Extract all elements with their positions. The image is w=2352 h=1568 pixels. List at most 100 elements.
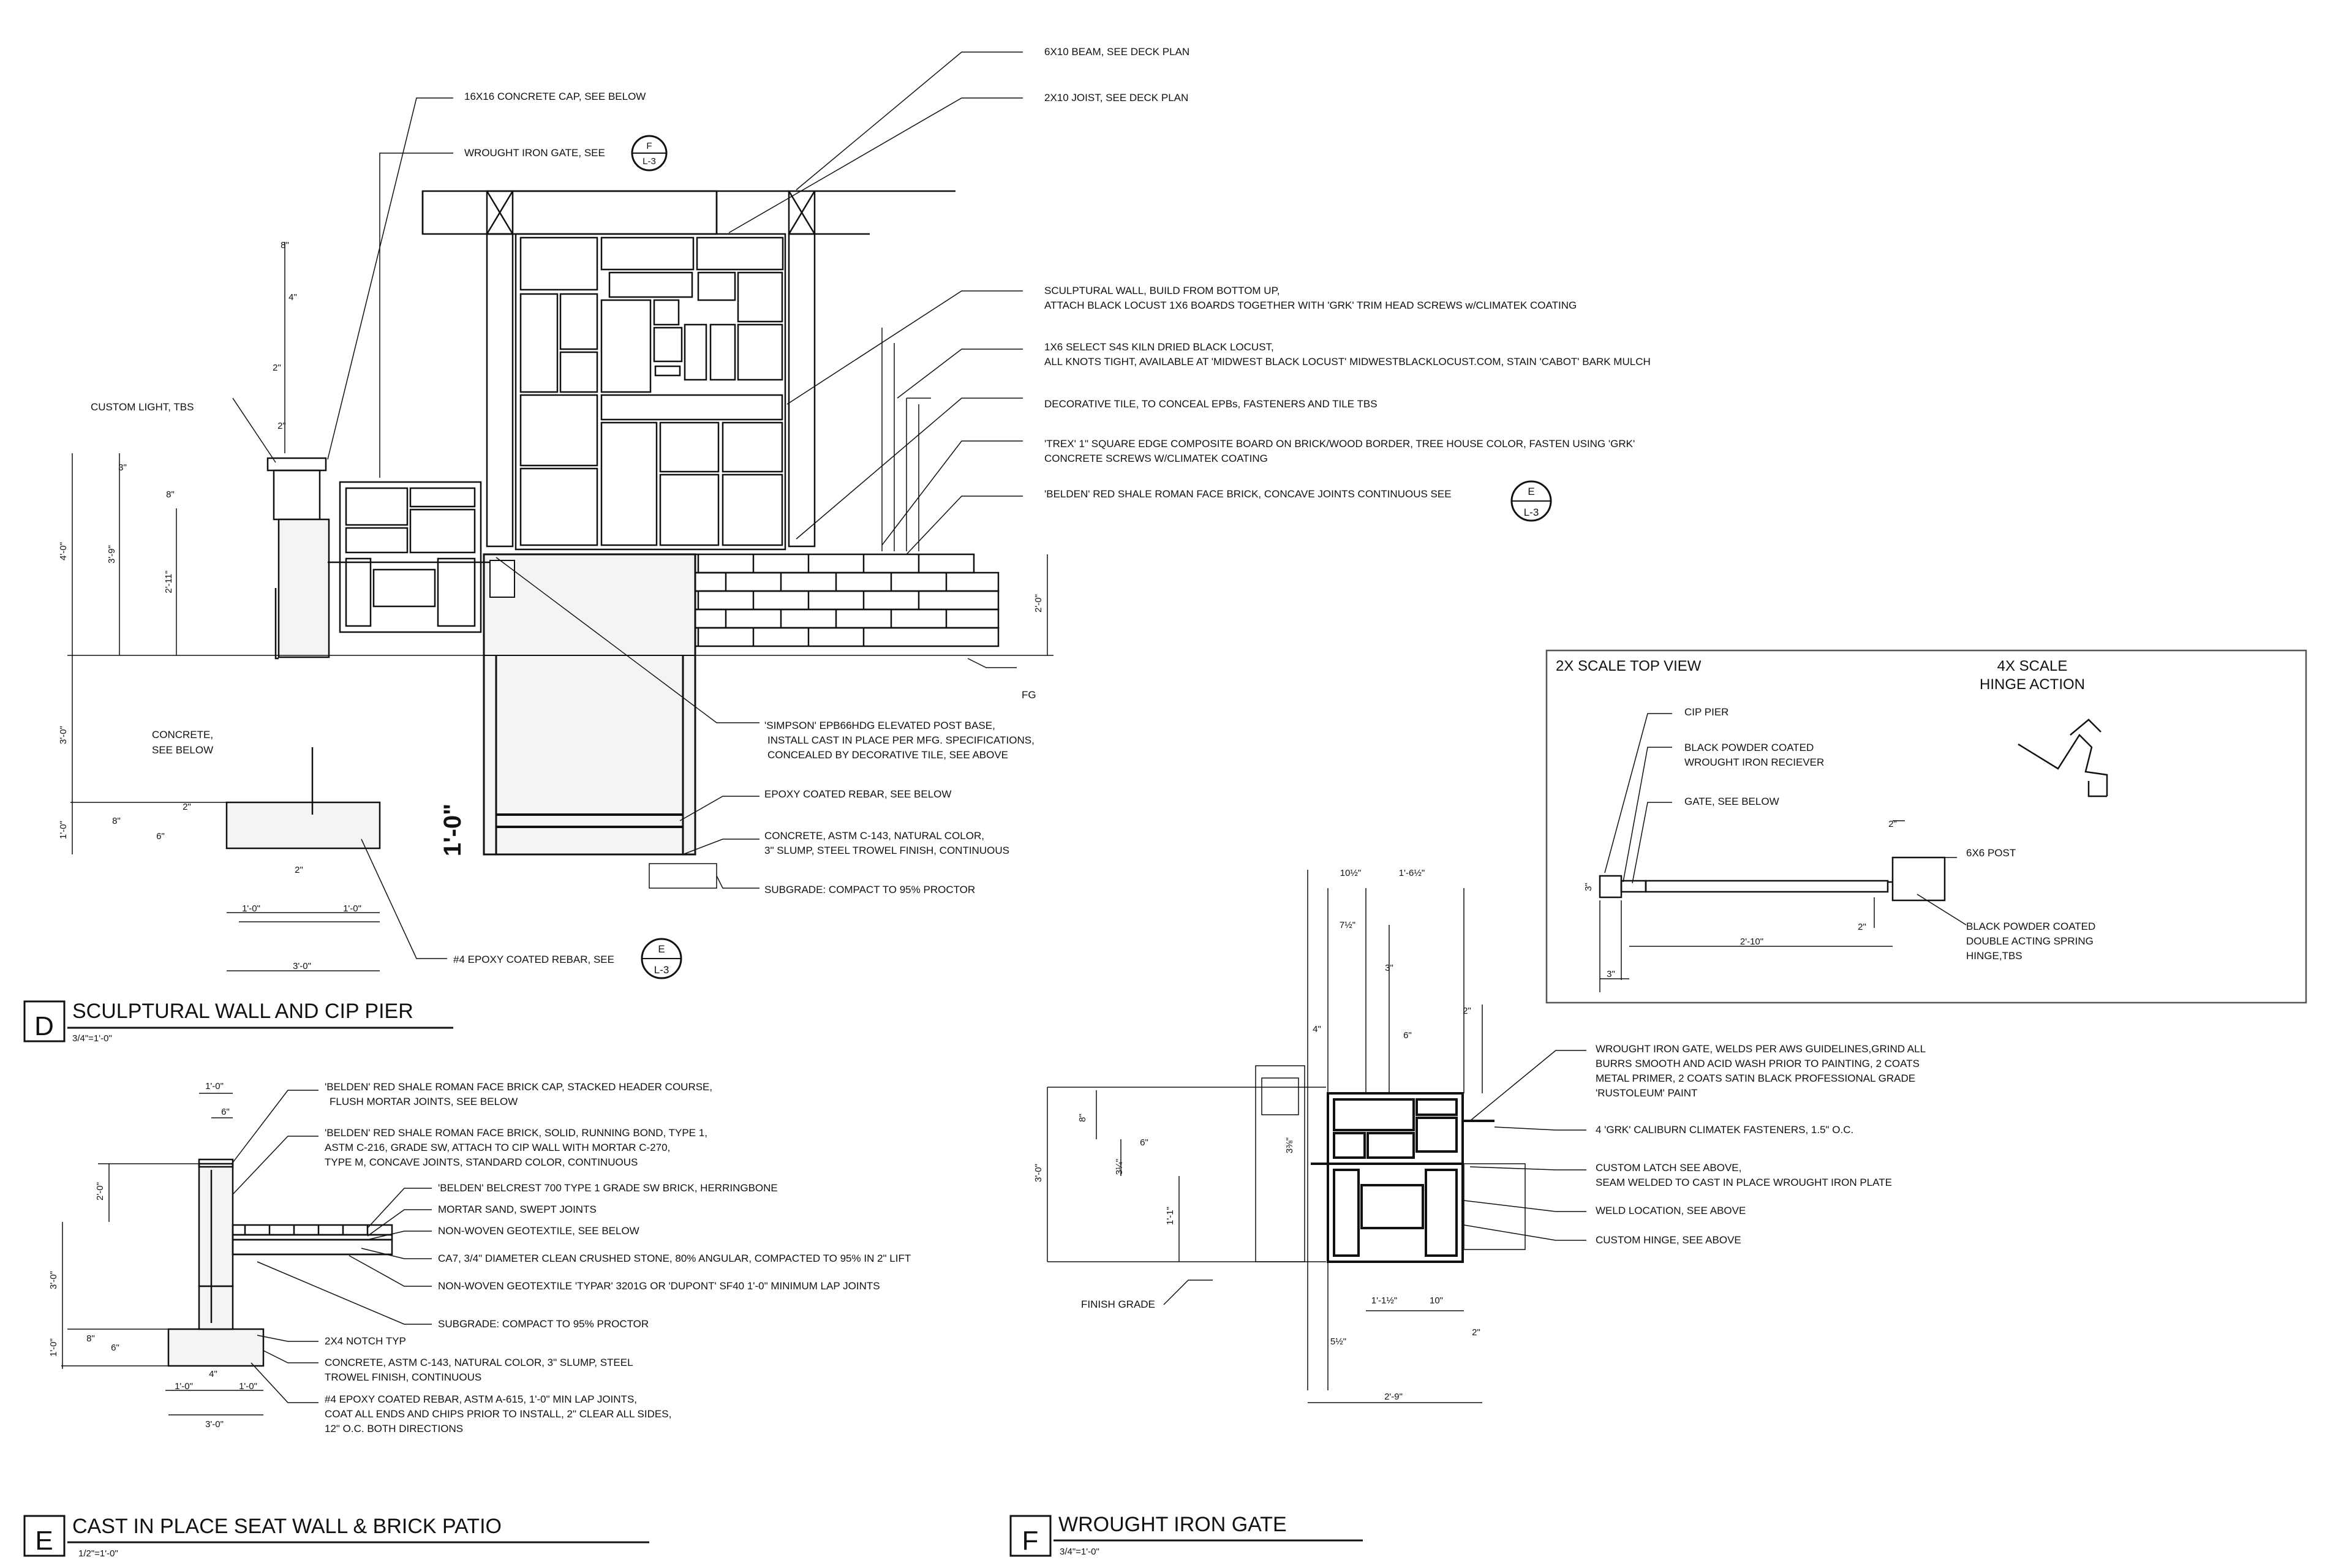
f-note-gate: WROUGHT IRON GATE, WELDS PER AWS GUIDELI…	[1596, 1043, 1926, 1055]
detail-letter-box	[23, 1515, 66, 1557]
dim-text: 2"	[273, 363, 281, 373]
f-leaders	[1163, 1050, 1586, 1305]
detail-scale: 1/2"=1'-0"	[78, 1548, 118, 1559]
f-note-gate-4: 'RUSTOLEUM' PAINT	[1596, 1087, 1697, 1099]
note-footing-concrete-2: 3" SLUMP, STEEL TROWEL FINISH, CONTINUOU…	[764, 845, 1009, 856]
wall-posts	[486, 233, 816, 548]
note-ca7: CA7, 3/4" DIAMETER CLEAN CRUSHED STONE, …	[438, 1253, 911, 1264]
note-face-brick: 'BELDEN' RED SHALE ROMAN FACE BRICK, SOL…	[325, 1127, 707, 1139]
dim-text: 6"	[1140, 1137, 1148, 1148]
dim-text: 4'-0"	[58, 542, 69, 560]
dim-text: 3'-9"	[107, 545, 117, 564]
detail-title: WROUGHT IRON GATE	[1058, 1513, 1287, 1536]
dim-text: 2"	[1888, 819, 1897, 829]
hinge-action-sketch	[2018, 718, 2108, 797]
dim-text: 2'-10"	[1740, 937, 1763, 947]
note-rebar: #4 EPOXY COATED REBAR, ASTM A-615, 1'-0"…	[325, 1393, 637, 1405]
dim-text: 3¼"	[1114, 1159, 1125, 1175]
dim-text: 1'-0"	[58, 821, 69, 839]
dim-text: 8"	[166, 489, 175, 500]
brick-patio	[232, 1224, 393, 1256]
dim-text: 3⅜"	[1284, 1137, 1295, 1153]
dim-text: 4"	[209, 1369, 217, 1379]
dim-text: 2'-11"	[164, 570, 174, 593]
detail-e: 'BELDEN' RED SHALE ROMAN FACE BRICK CAP,…	[23, 1081, 911, 1559]
gate-elevation	[1311, 1092, 1494, 1263]
hinge-title-1: 4X SCALE	[1997, 658, 2068, 674]
dim-text: 8"	[281, 240, 289, 251]
dim-text: 2"	[1858, 922, 1866, 932]
d-dimension-lines	[72, 242, 1048, 971]
inset-note-hinge-3: HINGE,TBS	[1966, 950, 2022, 962]
dim-text: 8"	[1077, 1114, 1088, 1122]
wall-edge-boards	[881, 328, 931, 551]
dim-text: 3'-0"	[58, 726, 69, 744]
dim-text: 3"	[118, 462, 127, 473]
note-belcrest: 'BELDEN' BELCREST 700 TYPE 1 GRADE SW BR…	[438, 1182, 778, 1194]
dim-text: 1'-0"	[239, 1381, 257, 1392]
d-ref-bubble-f: F L-3	[631, 135, 668, 172]
dim-text: 7½"	[1340, 920, 1355, 930]
cip-pier	[225, 457, 381, 850]
note-epoxy-rebar: EPOXY COATED REBAR, SEE BELOW	[764, 788, 951, 800]
hinge-title-2: HINGE ACTION	[1980, 676, 2085, 693]
f-note-latch: CUSTOM LATCH SEE ABOVE,	[1596, 1162, 1741, 1174]
dim-text: 2"	[1472, 1327, 1480, 1338]
dim-text: 1'-0"	[343, 903, 361, 914]
d-ref-bubble-e2: E L-3	[641, 938, 682, 979]
dim-text: 3'-0"	[1033, 1164, 1044, 1182]
inset-note-receiver-2: WROUGHT IRON RECIEVER	[1684, 756, 1824, 768]
note-concrete: CONCRETE, ASTM C-143, NATURAL COLOR, 3" …	[325, 1357, 633, 1368]
sculptural-wall	[514, 233, 786, 551]
e-leaders	[232, 1090, 432, 1403]
f-note-hinge: CUSTOM HINGE, SEE ABOVE	[1596, 1234, 1741, 1246]
f-note-finish-grade: FINISH GRADE	[1081, 1298, 1155, 1310]
dim-text: 3"	[1385, 963, 1393, 973]
note-trex: 'TREX' 1" SQUARE EDGE COMPOSITE BOARD ON…	[1044, 438, 1635, 450]
note-beam: 6X10 BEAM, SEE DECK PLAN	[1044, 46, 1189, 58]
dim-text: 3'-0"	[205, 1419, 224, 1430]
note-custom-light: CUSTOM LIGHT, TBS	[91, 401, 194, 413]
note-sculptural-wall-2: ATTACH BLACK LOCUST 1X6 BOARDS TOGETHER …	[1044, 300, 1577, 311]
dim-text: 6"	[221, 1107, 230, 1117]
ref-bubble-top: F	[646, 141, 652, 151]
dim-text: 1'-6½"	[1399, 868, 1425, 878]
note-concrete-cap: 16X16 CONCRETE CAP, SEE BELOW	[464, 91, 646, 102]
note-black-locust-2: ALL KNOTS TIGHT, AVAILABLE AT 'MIDWEST B…	[1044, 356, 1651, 368]
dim-text: 2"	[183, 802, 191, 812]
f-note-weld: WELD LOCATION, SEE ABOVE	[1596, 1205, 1746, 1216]
detail-f: WROUGHT IRON GATE, WELDS PER AWS GUIDELI…	[1009, 868, 1926, 1557]
note-fg: FG	[1022, 689, 1036, 701]
f-note-latch-2: SEAM WELDED TO CAST IN PLACE WROUGHT IRO…	[1596, 1177, 1892, 1188]
ref-bubble-bottom: L-3	[1524, 507, 1539, 518]
detail-scale: 3/4"=1'-0"	[1060, 1547, 1099, 1557]
wall-footing	[483, 553, 717, 889]
d-leaders	[232, 51, 1023, 959]
note-trex-2: CONCRETE SCREWS W/CLIMATEK COATING	[1044, 453, 1268, 464]
inset-top-view: 2X SCALE TOP VIEW 4X SCALE HINGE ACTION …	[1545, 649, 2307, 1004]
note-concrete-2: TROWEL FINISH, CONTINUOUS	[325, 1371, 481, 1383]
dim-text: 3"	[1607, 969, 1615, 979]
note-face-brick-2: ASTM C-216, GRADE SW, ATTACH TO CIP WALL…	[325, 1142, 670, 1153]
f-dimension-lines	[1047, 870, 1483, 1403]
detail-letter-box	[23, 1000, 66, 1042]
dim-text: 1'-1½"	[1371, 1295, 1397, 1306]
note-black-locust: 1X6 SELECT S4S KILN DRIED BLACK LOCUST,	[1044, 341, 1274, 353]
detail-title: SCULPTURAL WALL AND CIP PIER	[72, 1000, 413, 1023]
dim-text: 1'-0"	[175, 1381, 193, 1392]
dim-text: 8"	[86, 1333, 95, 1344]
dim-text: 2"	[277, 421, 286, 431]
dim-text: 2'-0"	[95, 1182, 105, 1200]
note-mortar-sand: MORTAR SAND, SWEPT JOINTS	[438, 1204, 597, 1215]
note-rebar-2: COAT ALL ENDS AND CHIPS PRIOR TO INSTALL…	[325, 1408, 671, 1420]
note-rebar: #4 EPOXY COATED REBAR, SEE	[453, 954, 614, 965]
grade-line	[67, 655, 1054, 803]
note-geotextile: NON-WOVEN GEOTEXTILE, SEE BELOW	[438, 1225, 639, 1237]
note-footing-concrete: CONCRETE, ASTM C-143, NATURAL COLOR,	[764, 830, 984, 842]
dim-text: 1'-1"	[1165, 1207, 1175, 1225]
dim-text: 1'-0"	[205, 1081, 224, 1091]
dim-text-large: 1'-0"	[439, 804, 466, 856]
f-note-gate-2: BURRS SMOOTH AND ACID WASH PRIOR TO PAIN…	[1596, 1058, 1920, 1069]
note-concrete-2: SEE BELOW	[152, 744, 213, 756]
